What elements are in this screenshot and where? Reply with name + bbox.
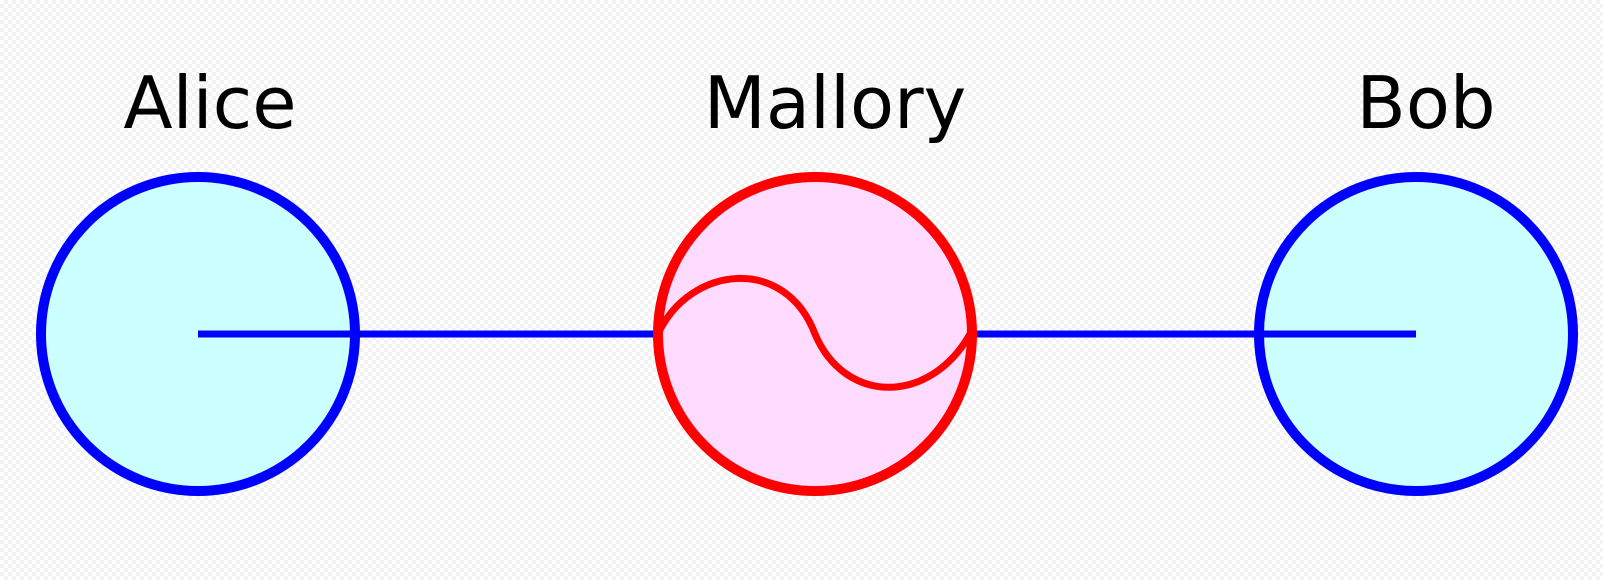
node-alice-label: Alice [123,61,296,145]
node-bob-label: Bob [1356,61,1495,145]
node-mallory-label: Mallory [704,61,967,145]
node-bob: Bob [1254,61,1578,496]
node-mallory: Mallory [653,61,977,496]
node-alice: Alice [36,61,360,496]
intercept-wave-icon [654,274,974,391]
